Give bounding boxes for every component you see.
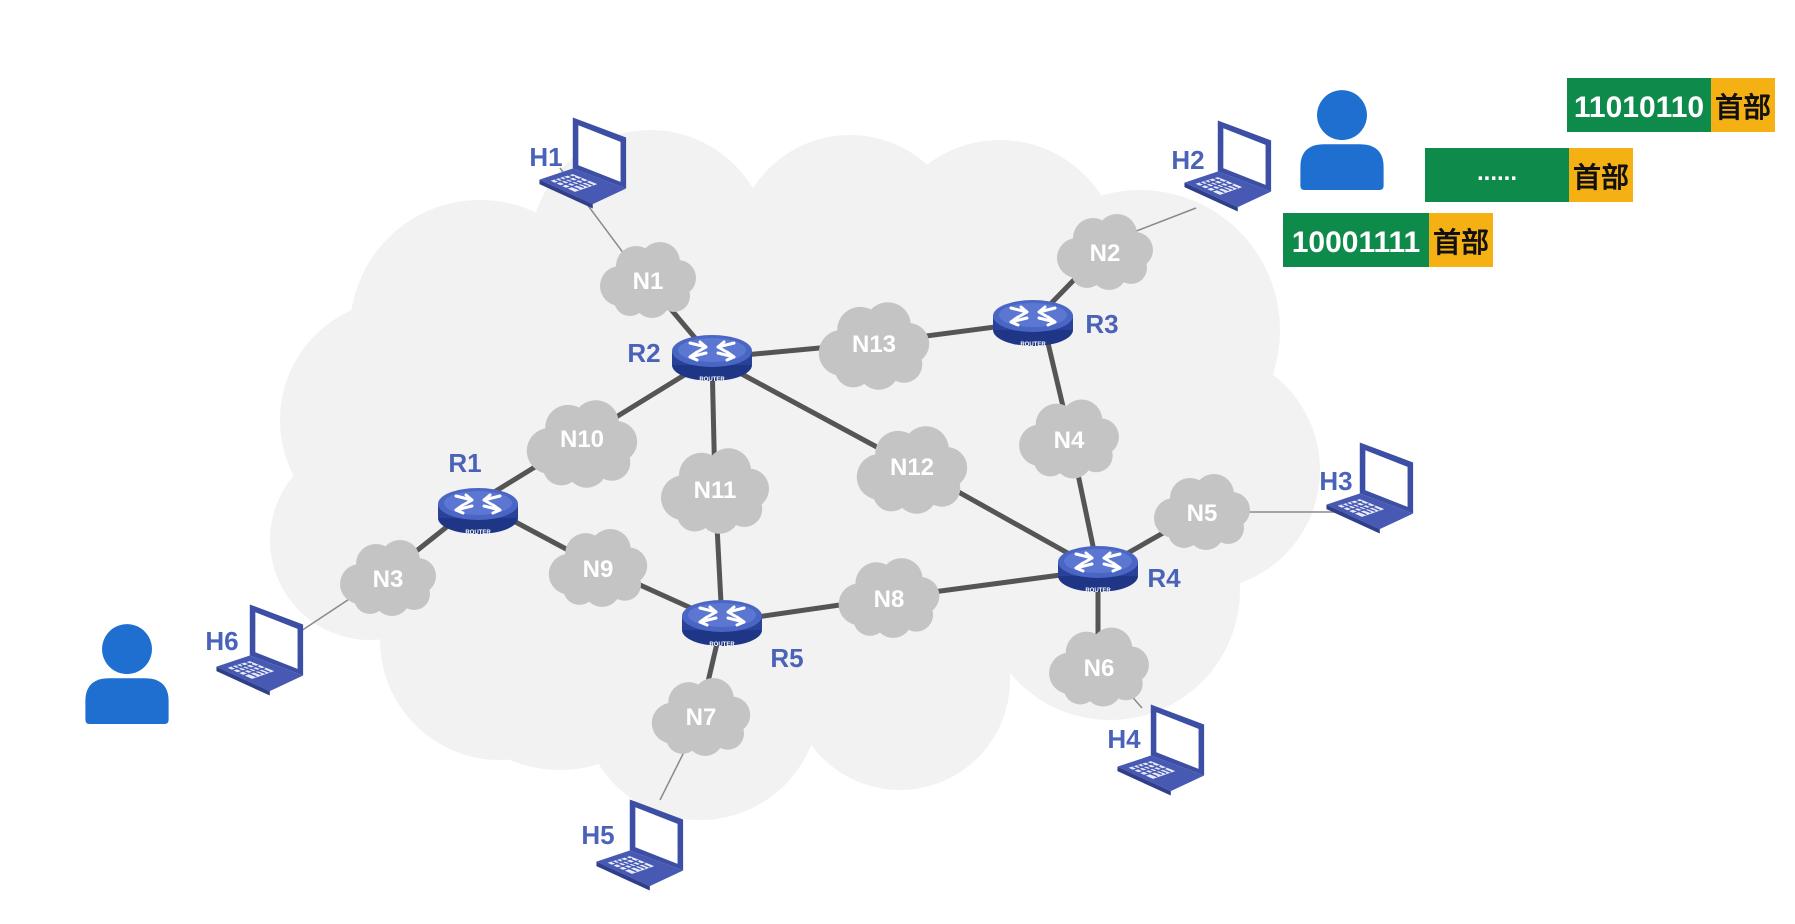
packet-3: 10001111 首部 (1283, 213, 1493, 267)
network-N6: N6 (1049, 627, 1149, 707)
packet-header (1429, 213, 1493, 267)
network-label: N10 (560, 426, 604, 453)
host-H5: H5 (581, 798, 684, 892)
router-badge: ROUTER (1085, 588, 1111, 594)
host-H6: H6 (205, 603, 304, 697)
host-label: H4 (1107, 724, 1141, 754)
host-H2: H2 (1171, 119, 1272, 213)
router-label: R3 (1085, 309, 1118, 339)
network-N4: N4 (1019, 399, 1119, 479)
host-H3: H3 (1319, 441, 1414, 535)
network-label: N4 (1054, 427, 1085, 454)
router-label: R5 (770, 643, 803, 673)
router-icon (991, 298, 1075, 348)
router-badge: ROUTER (1020, 342, 1046, 348)
packet-payload (1425, 148, 1569, 202)
network-label: N2 (1090, 240, 1121, 267)
host-label: H1 (529, 142, 562, 172)
router-R1: ROUTER R1 (436, 448, 520, 536)
network-N1: N1 (600, 242, 696, 318)
router-label: R1 (448, 448, 481, 478)
router-label: R4 (1147, 563, 1181, 593)
packet-header-text: 首部 (1715, 92, 1771, 123)
packet-1: 11010110 首部 (1567, 78, 1775, 132)
network-N13: N13 (818, 302, 930, 390)
router-badge: ROUTER (709, 642, 735, 648)
router-icon (680, 598, 764, 648)
packet-payload (1283, 213, 1429, 267)
network-label: N5 (1187, 500, 1218, 527)
router-icon (1056, 544, 1140, 594)
host-H1: H1 (529, 116, 627, 210)
network-label: N8 (874, 586, 905, 613)
router-R2: ROUTER R2 (627, 333, 754, 383)
packet-header (1711, 78, 1775, 132)
packet-payload-text: 10001111 (1292, 226, 1421, 259)
packet-payload (1567, 78, 1711, 132)
host-H4: H4 (1107, 703, 1205, 797)
packet-2: ...... 首部 (1425, 148, 1633, 202)
network-label: N12 (890, 454, 934, 481)
router-R5: ROUTER R5 (680, 598, 804, 673)
packet-payload-text: 11010110 (1574, 91, 1704, 124)
network-N11: N11 (661, 448, 769, 534)
receiver-user (1300, 90, 1384, 190)
network-N5: N5 (1154, 474, 1250, 550)
host-label: H5 (581, 820, 614, 850)
network-N9: N9 (548, 529, 648, 607)
network-label: N9 (583, 556, 614, 583)
router-R3: ROUTER R3 (991, 298, 1119, 348)
sender-user (85, 624, 169, 724)
router-badge: ROUTER (699, 377, 725, 383)
router-R4: ROUTER R4 (1056, 544, 1181, 594)
packet-header (1569, 148, 1633, 202)
network-label: N13 (852, 331, 896, 358)
network-N7: N7 (651, 678, 751, 756)
person-icon (85, 624, 169, 724)
router-label: R2 (627, 338, 660, 368)
network-label: N6 (1084, 655, 1115, 682)
network-N12: N12 (856, 426, 968, 514)
network-N8: N8 (838, 558, 940, 638)
router-badge: ROUTER (465, 530, 491, 536)
network-label: N11 (694, 477, 737, 504)
network-label: N7 (686, 704, 717, 731)
router-icon (670, 333, 754, 383)
network-label: N3 (373, 566, 404, 593)
network-label: N1 (633, 268, 664, 295)
packet-payload-text: ...... (1477, 159, 1517, 186)
host-label: H3 (1319, 466, 1352, 496)
packet-header-text: 首部 (1433, 227, 1489, 258)
host-label: H6 (205, 626, 238, 656)
network-N2: N2 (1057, 214, 1153, 290)
host-label: H2 (1171, 145, 1204, 175)
packet-header-text: 首部 (1573, 162, 1629, 193)
network-N10: N10 (526, 400, 638, 488)
router-icon (436, 486, 520, 536)
network-N3: N3 (340, 540, 436, 616)
person-icon (1300, 90, 1384, 190)
